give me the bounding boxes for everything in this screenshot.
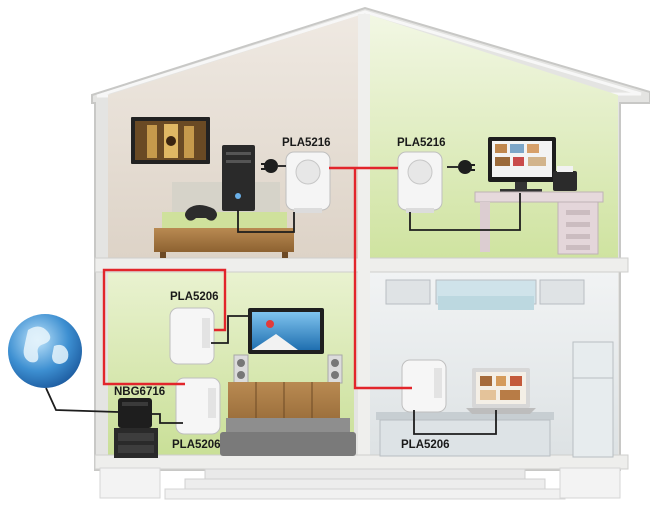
kitchen-counter [376, 412, 554, 457]
label-pla5206-living-top: PLA5206 [170, 291, 219, 303]
adapter-icon [397, 151, 443, 213]
adapter-icon [169, 307, 215, 365]
adapter-icon [175, 377, 221, 435]
label-pla5216-office: PLA5216 [397, 137, 446, 149]
bedroom-tv [131, 117, 210, 164]
fridge [572, 341, 614, 458]
powerline-wiring [102, 166, 412, 390]
speaker-icon [327, 354, 343, 384]
gamepad-icon [185, 205, 217, 221]
label-pla5216-bedroom: PLA5216 [282, 137, 331, 149]
monitor-icon [488, 137, 556, 193]
sofa [220, 418, 356, 456]
label-pla5206-kitchen: PLA5206 [401, 439, 450, 451]
office-desk [474, 191, 604, 255]
front-stairs [99, 467, 621, 500]
globe-icon [8, 314, 82, 388]
pc-icon [222, 145, 255, 211]
adapter-icon [401, 359, 447, 413]
ethernet-wiring [45, 165, 521, 435]
router-stand [114, 428, 158, 458]
plug-icon [261, 159, 278, 173]
tv-icon [248, 308, 324, 354]
kitchen-upper-cabinets [385, 279, 585, 310]
adapter-icon [285, 151, 331, 213]
speaker-icon [233, 354, 249, 384]
laptop-icon [466, 368, 536, 414]
router-icon [118, 398, 152, 428]
center-wall [358, 14, 370, 460]
label-pla5206-living-bottom: PLA5206 [172, 439, 221, 451]
plug-icon [458, 160, 475, 174]
ground-slab [94, 454, 629, 470]
printer-icon [553, 166, 577, 191]
label-nbg6716: NBG6716 [114, 386, 165, 398]
